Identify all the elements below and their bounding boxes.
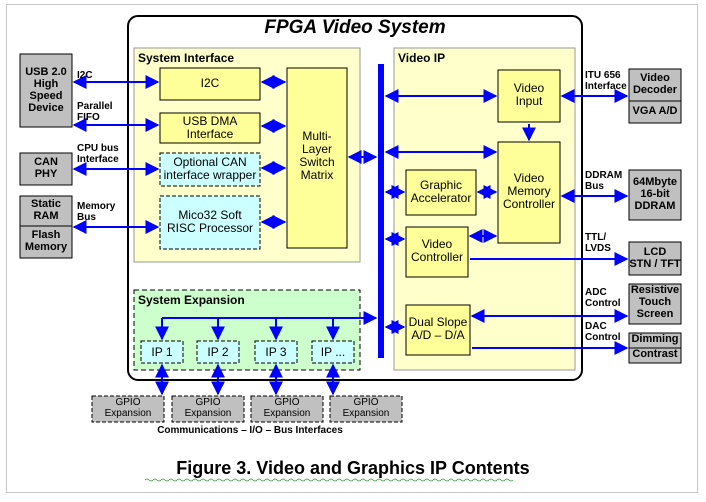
ip-more-label: IP ... [320,345,346,359]
bottom-interfaces-label: Communications – I/O – Bus Interfaces [157,425,343,436]
gpio-box-1 [91,395,165,423]
can-wrapper-block [159,152,261,187]
graphic-accelerator-block [405,169,477,216]
video-decoder-box [628,68,682,102]
ip1-block [140,340,184,364]
gpio-label-2: GPIO Expansion [184,397,232,419]
touch-screen-box [628,283,682,325]
link-label-i2c: I2C [77,70,93,81]
ip-more-block [311,340,355,364]
switch-matrix-block-label: Multi- Layer Switch Matrix [299,129,335,182]
system-bus-bar [378,64,384,358]
dual-slope-block-label: Dual Slope A/D – D/A [408,315,468,342]
usb-device-label: USB 2.0 High Speed Device [25,66,67,114]
caption-underline [144,478,514,482]
ip2-label: IP 2 [207,345,229,359]
gpio-label-1: GPIO Expansion [104,397,152,419]
gpio-box-4 [329,395,403,423]
contrast-label: Contrast [632,348,678,360]
vga-ad-box [628,100,682,124]
link-label-ddram-bus: DDRAM Bus [585,170,623,193]
graphic-accelerator-block-label: Graphic Accelerator [410,178,472,205]
touch-screen-label: Resistive Touch Screen [630,284,680,320]
can-wrapper-block-label: Optional CAN interface wrapper [163,155,257,182]
vga-ad-label: VGA A/D [632,105,678,117]
static-ram-box [19,195,73,227]
gpio-label-3: GPIO Expansion [263,397,311,419]
video-controller-block-label: Video Controller [410,237,464,264]
gpio-box-3 [250,395,324,423]
gpio-box-2 [171,395,245,423]
link-label-itu656: ITU 656 Interface [585,70,627,93]
video-input-block-label: Video Input [513,81,545,108]
usb-device-box [19,53,73,128]
diagram-title: FPGA Video System [264,17,446,38]
link-label-adc-control: ADC Control [585,287,621,310]
ip3-block [254,340,298,364]
usb-dma-block-label: USB DMA Interface [182,114,238,141]
flash-memory-label: Flash Memory [24,229,68,253]
mico32-block-label: Mico32 Soft RISC Processor [166,208,254,235]
lcd-box [628,241,682,276]
ip1-label: IP 1 [151,345,173,359]
ddram-label: 64Mbyte 16-bit DDRAM [632,176,678,212]
gpio-label-4: GPIO Expansion [342,397,390,419]
video-memory-controller-block [497,141,561,244]
figure-caption: Figure 3. Video and Graphics IP Contents [176,458,530,478]
link-label-dac-control: DAC Control [585,321,621,344]
i2c-block-label: I2C [200,76,220,90]
dual-slope-block [405,304,471,356]
dimming-label: Dimming [631,333,679,345]
ddram-box [628,169,682,221]
video-input-block [497,69,561,123]
video-memory-controller-block-label: Video Memory Controller [502,171,556,211]
usb-dma-block [159,112,261,144]
video-controller-block [405,226,469,278]
flash-memory-box [19,225,73,259]
can-phy-label: CAN PHY [34,156,58,180]
link-label-cpu-bus: CPU bus Interface [77,143,119,166]
can-phy-box [19,152,73,186]
link-label-parallel-fifo: Parallel FIFO [77,101,113,124]
link-label-ttl-lvds: TTL/ LVDS [585,232,611,255]
lcd-label: LCD STN / TFT [629,246,681,270]
figure-frame [6,4,698,493]
ip3-label: IP 3 [265,345,287,359]
ip2-block [196,340,240,364]
switch-matrix-block [286,67,348,249]
static-ram-label: Static RAM [31,198,61,222]
contrast-box [628,347,682,364]
video-decoder-label: Video Decoder [632,72,678,96]
i2c-block [159,67,261,101]
link-label-memory-bus: Memory Bus [77,201,116,224]
video-ip-label: Video IP [398,51,446,65]
mico32-block [159,195,261,250]
connector-arrows [72,75,629,396]
system-interface-label: System Interface [138,51,235,65]
system-expansion-label: System Expansion [138,293,245,307]
